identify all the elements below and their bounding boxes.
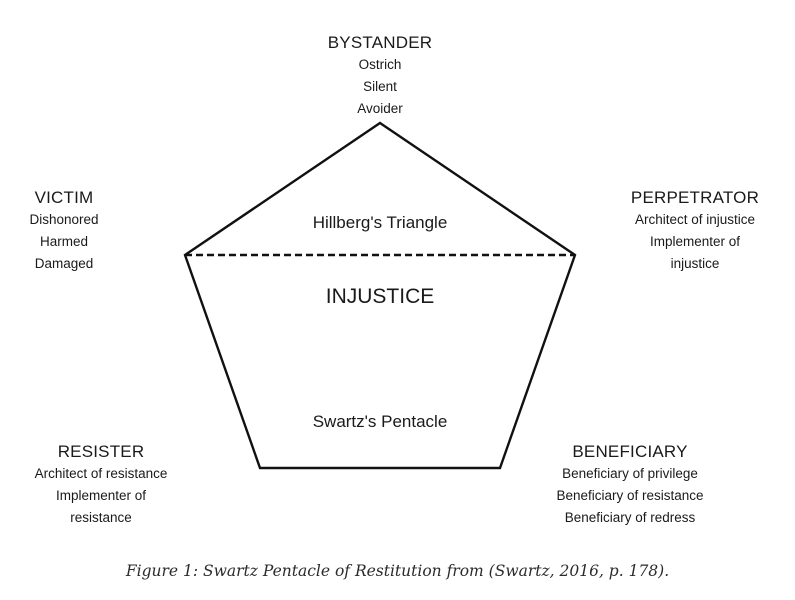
role-victim-line-2: Harmed xyxy=(39,234,88,249)
role-resister-line-1: Architect of resistance xyxy=(34,466,168,481)
role-perpetrator-title: PERPETRATOR xyxy=(630,188,760,207)
role-victim-line-3: Damaged xyxy=(34,256,94,271)
role-beneficiary-line-1: Beneficiary of privilege xyxy=(562,466,698,481)
role-bystander-title: BYSTANDER xyxy=(327,33,433,52)
role-bystander-line-3: Avoider xyxy=(357,101,403,116)
pentagon-outline xyxy=(183,121,577,470)
role-perpetrator-line-2: Implementer of xyxy=(649,234,741,249)
figure-caption: Figure 1: Swartz Pentacle of Restitution… xyxy=(125,562,670,580)
pentacle-graphic xyxy=(183,121,577,470)
role-victim-line-1: Dishonored xyxy=(29,212,99,227)
pentacle-diagram: BYSTANDER Ostrich Silent Avoider VICTIM … xyxy=(10,32,780,529)
role-resister-title: RESISTER xyxy=(57,442,145,461)
role-resister-line-3: resistance xyxy=(70,510,132,525)
hillbergs-triangle-label: Hillberg's Triangle xyxy=(312,213,448,232)
role-resister: RESISTER Architect of resistance Impleme… xyxy=(12,441,190,529)
role-bystander-line-2: Silent xyxy=(363,79,397,94)
role-perpetrator-line-3: injustice xyxy=(670,256,720,271)
role-beneficiary-line-2: Beneficiary of resistance xyxy=(556,488,704,503)
swartzs-pentacle-label: Swartz's Pentacle xyxy=(312,412,448,431)
role-victim: VICTIM Dishonored Harmed Damaged xyxy=(10,187,118,275)
role-perpetrator: PERPETRATOR Architect of injustice Imple… xyxy=(610,187,780,275)
role-perpetrator-line-1: Architect of injustice xyxy=(634,212,756,227)
role-resister-line-2: Implementer of xyxy=(55,488,147,503)
role-beneficiary-title: BENEFICIARY xyxy=(572,442,688,461)
role-victim-title: VICTIM xyxy=(34,188,94,207)
role-beneficiary-line-3: Beneficiary of redress xyxy=(564,510,696,525)
role-bystander-line-1: Ostrich xyxy=(358,57,402,72)
role-bystander: BYSTANDER Ostrich Silent Avoider xyxy=(300,32,460,120)
role-beneficiary: BENEFICIARY Beneficiary of privilege Ben… xyxy=(532,441,728,529)
injustice-label: INJUSTICE xyxy=(325,285,435,308)
